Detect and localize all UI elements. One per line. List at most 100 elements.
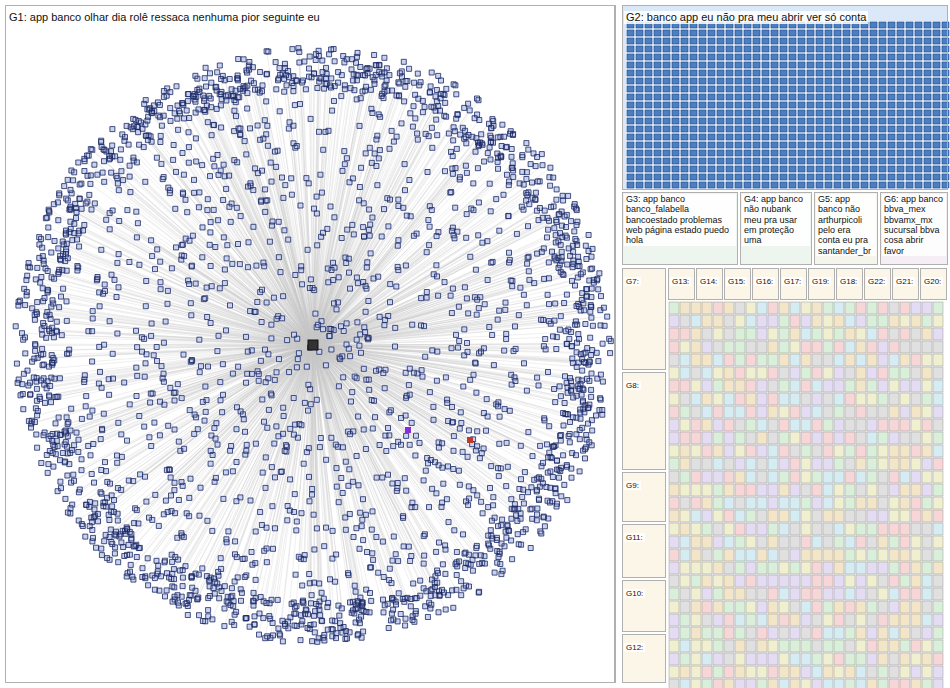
group-cell (713, 588, 723, 600)
group-cell (746, 380, 756, 392)
group-cell (856, 497, 866, 509)
group-cell (911, 432, 921, 444)
group-cell (801, 614, 811, 626)
group-cell (691, 627, 701, 639)
group-cell (768, 627, 778, 639)
group-cell (856, 575, 866, 587)
group-cell (757, 328, 767, 340)
group-cell (757, 627, 767, 639)
group-cell (746, 432, 756, 444)
group-cell (889, 471, 899, 483)
group-cell (900, 367, 910, 379)
group-cell (933, 419, 943, 431)
group-panel: G13: (668, 268, 695, 300)
group-cell (933, 315, 943, 327)
group-cell (735, 614, 745, 626)
group-cell (900, 588, 910, 600)
group-cell (867, 614, 877, 626)
group-cell (878, 393, 888, 405)
group-cell (889, 510, 899, 522)
group-cell (768, 406, 778, 418)
group-cell (724, 666, 734, 678)
group-cell (834, 419, 844, 431)
group-cell (823, 510, 833, 522)
group-cell (702, 484, 712, 496)
group-cell (812, 302, 822, 314)
group-cell (856, 315, 866, 327)
group-cell (823, 406, 833, 418)
group-cell (757, 393, 767, 405)
group-cell (845, 302, 855, 314)
group-cell (900, 445, 910, 457)
group-cell (713, 666, 723, 678)
group-cell (691, 341, 701, 353)
group-cell (735, 536, 745, 548)
group-cell (768, 510, 778, 522)
group-panel: G9: (622, 472, 666, 522)
group-cell (669, 419, 679, 431)
group-cell (746, 588, 756, 600)
group-cell (790, 445, 800, 457)
group-cell (680, 315, 690, 327)
group-cell (746, 666, 756, 678)
group-cell (768, 341, 778, 353)
group-cell (889, 666, 899, 678)
group-cell (680, 419, 690, 431)
group-cell (823, 419, 833, 431)
group-cell (845, 523, 855, 535)
group-cell (669, 380, 679, 392)
group-cell (812, 471, 822, 483)
group-cell (900, 627, 910, 639)
group-cell (669, 367, 679, 379)
group-cell (856, 640, 866, 652)
group-cell (713, 380, 723, 392)
group-cell (878, 354, 888, 366)
group-cell (713, 575, 723, 587)
group-cell (845, 601, 855, 613)
group-cell (724, 380, 734, 392)
group-cell (867, 640, 877, 652)
group-cell (691, 458, 701, 470)
group-cell (702, 536, 712, 548)
group-cell (669, 627, 679, 639)
group-cell (834, 536, 844, 548)
group-cell (801, 627, 811, 639)
group-cell (757, 640, 767, 652)
group-cell (933, 380, 943, 392)
group-cell (757, 575, 767, 587)
group-cell (900, 510, 910, 522)
group-cell (702, 679, 712, 688)
group-cell (724, 432, 734, 444)
group-cell (867, 497, 877, 509)
group-cell (702, 406, 712, 418)
group-cell (735, 302, 745, 314)
group-panel: G1: app banco olhar dia rolê ressaca nen… (5, 5, 615, 683)
group-cell (856, 614, 866, 626)
group-cell (867, 601, 877, 613)
group-cell (878, 302, 888, 314)
group-cell (790, 341, 800, 353)
group-cell (801, 445, 811, 457)
group-cell (878, 471, 888, 483)
group-cell (856, 653, 866, 665)
group-cell (680, 536, 690, 548)
group-cell (845, 406, 855, 418)
group-cell (735, 666, 745, 678)
group-cell (691, 601, 701, 613)
group-cell (713, 627, 723, 639)
group-cell (867, 406, 877, 418)
group-cell (900, 393, 910, 405)
group-cell (922, 588, 932, 600)
group-cell (735, 679, 745, 688)
group-cell (889, 614, 899, 626)
group-label: G9: (624, 481, 641, 490)
group-cell (933, 588, 943, 600)
group-cell (933, 640, 943, 652)
group-cell (845, 367, 855, 379)
group-cell (746, 406, 756, 418)
group-cell (735, 367, 745, 379)
group-cell (823, 354, 833, 366)
group-cell (779, 510, 789, 522)
group-cell (713, 445, 723, 457)
group-cell (790, 432, 800, 444)
